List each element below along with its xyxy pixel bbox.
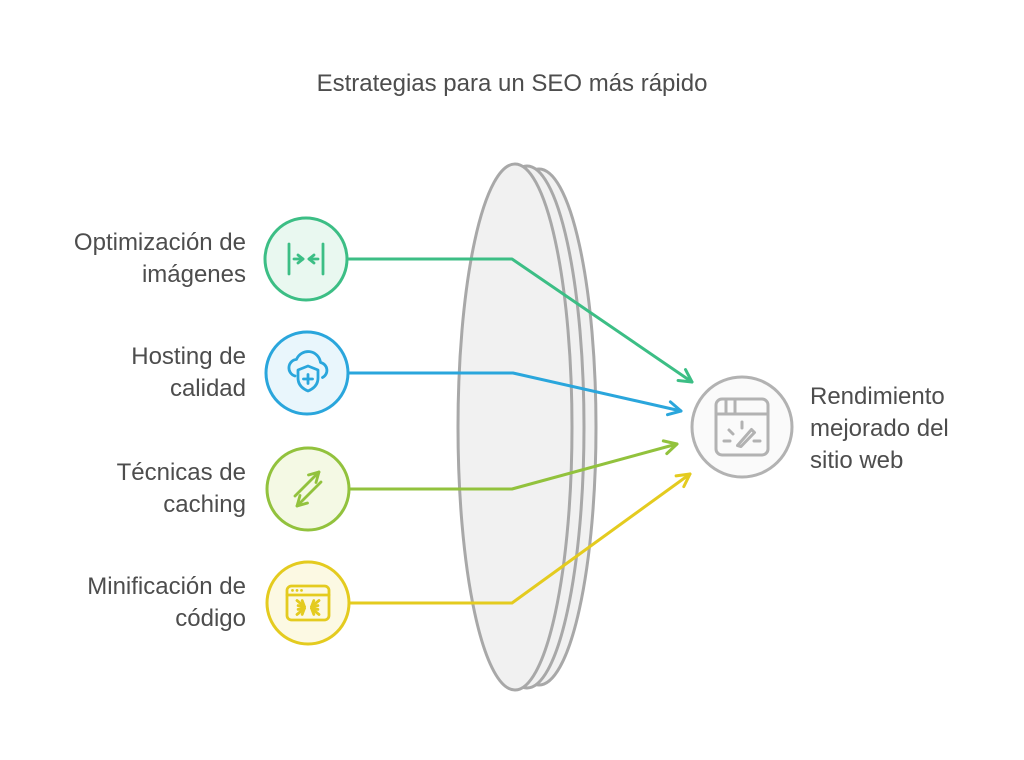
lens-front-face: [456, 162, 574, 692]
lens-shape: [456, 162, 598, 692]
label-line: calidad: [169, 375, 246, 402]
node-minificacion: [265, 560, 351, 646]
node-circle: [265, 446, 351, 532]
node-rendimiento: [690, 375, 794, 479]
arrow-caching: [347, 439, 679, 491]
label-rendimiento: Rendimiento mejorado del sitio web: [810, 381, 1024, 477]
label-caching: Técnicas de caching: [14, 457, 246, 521]
label-line: sitio web: [810, 447, 904, 474]
browser-dots: [291, 589, 303, 592]
label-hosting: Hosting de calidad: [14, 341, 246, 405]
node-circle: [263, 216, 349, 302]
label-line: mejorado del: [810, 415, 949, 442]
label-minificacion: Minificación de código: [14, 571, 246, 635]
label-line: Hosting de: [131, 343, 246, 370]
label-line: Rendimiento: [810, 383, 945, 410]
node-hosting: [264, 330, 350, 416]
node-optimizacion: [263, 216, 349, 302]
label-line: código: [175, 605, 246, 632]
label-line: imágenes: [141, 261, 246, 288]
browser-speedometer-icon: [714, 397, 770, 457]
label-line: Técnicas de: [116, 459, 246, 486]
label-line: caching: [163, 491, 246, 518]
browser-minify-icon: [285, 584, 331, 622]
node-circle: [265, 560, 351, 646]
label-line: Optimización de: [73, 229, 246, 256]
arrow-hosting: [345, 371, 683, 417]
compress-horizontal-icon: [287, 242, 325, 276]
page-title: Estrategias para un SEO más rápido: [316, 70, 708, 97]
transfer-arrows-icon: [293, 470, 323, 508]
arrow-minificacion: [347, 472, 692, 605]
node-circle: [264, 330, 350, 416]
arrow-optimizacion: [345, 257, 694, 384]
node-caching: [265, 446, 351, 532]
cloud-shield-plus-icon: [287, 350, 329, 393]
label-line: Minificación de: [87, 573, 246, 600]
label-optimizacion: Optimización de imágenes: [14, 227, 246, 291]
